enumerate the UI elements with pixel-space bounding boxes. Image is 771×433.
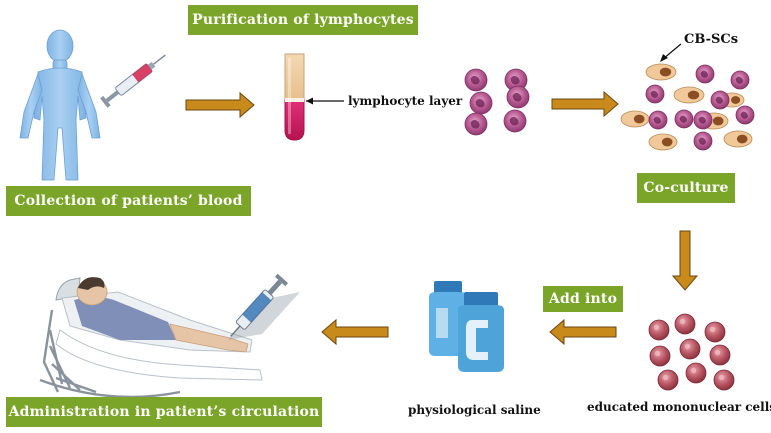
physiological-saline-text: physiological saline <box>408 403 541 417</box>
saline-bottles-icon <box>429 281 504 372</box>
syringe-icon <box>100 54 166 108</box>
patient-in-bed-icon <box>39 277 263 399</box>
lymphocyte-cluster <box>464 68 530 136</box>
test-tube-icon <box>284 53 305 141</box>
cb-sc-cell <box>645 63 677 81</box>
mononuclear-cell <box>704 321 726 343</box>
lymphocyte-cell <box>735 105 755 125</box>
lymphocyte-cell <box>648 110 668 130</box>
arrow-coculture-down <box>671 230 699 291</box>
cb-sc-cell <box>620 110 650 128</box>
mononuclear-cell <box>648 319 670 341</box>
co-culture-cluster <box>620 63 755 151</box>
lymphocyte-cell <box>645 84 665 104</box>
lymphocyte-cell <box>695 64 715 84</box>
collection-label: Collection of patients’ blood <box>6 186 251 216</box>
lymphocyte-cell <box>464 112 488 136</box>
mononuclear-cell <box>713 369 735 391</box>
educated-mononuclear-cells-cluster <box>648 313 735 391</box>
arrow-cells-to-saline <box>549 318 617 346</box>
cb-scs-text: CB-SCs <box>684 32 739 47</box>
mononuclear-cell <box>709 344 731 366</box>
cb-sc-cell <box>673 86 705 104</box>
lymphocyte-cell <box>710 90 730 110</box>
lymphocyte-cell <box>693 131 713 151</box>
co-culture-label: Co-culture <box>637 173 735 203</box>
cb-scs-pointer <box>660 43 682 62</box>
lymphocyte-layer-pointer <box>306 97 344 105</box>
injection-syringe-icon <box>228 273 300 340</box>
human-body-icon <box>19 29 101 181</box>
purification-label: Purification of lymphocytes <box>188 5 418 35</box>
arrow-lymphocytes-to-coculture <box>551 90 619 118</box>
cb-sc-cell <box>648 133 678 151</box>
lymphocyte-cell <box>503 109 527 133</box>
lymphocyte-cell <box>504 68 528 92</box>
arrow-saline-to-patient <box>321 318 389 346</box>
lymphocyte-cell <box>469 91 493 115</box>
administration-label: Administration in patient’s circulation <box>6 397 322 427</box>
lymphocyte-cell <box>730 70 750 90</box>
lymphocyte-cell <box>506 85 530 109</box>
arrow-blood-to-tube <box>185 91 255 119</box>
lymphocyte-layer-text: lymphocyte layer <box>348 94 463 108</box>
lymphocyte-cell <box>464 68 488 92</box>
mononuclear-cell <box>674 313 696 335</box>
mononuclear-cell <box>679 338 701 360</box>
educated-cells-text: educated mononuclear cells <box>587 400 771 414</box>
cb-sc-cell <box>723 130 753 148</box>
mononuclear-cell <box>649 345 671 367</box>
lymphocyte-cell <box>674 109 694 129</box>
mononuclear-cell <box>685 362 707 384</box>
mononuclear-cell <box>657 369 679 391</box>
lymphocyte-cell <box>693 110 713 130</box>
add-into-label: Add into <box>543 286 623 312</box>
